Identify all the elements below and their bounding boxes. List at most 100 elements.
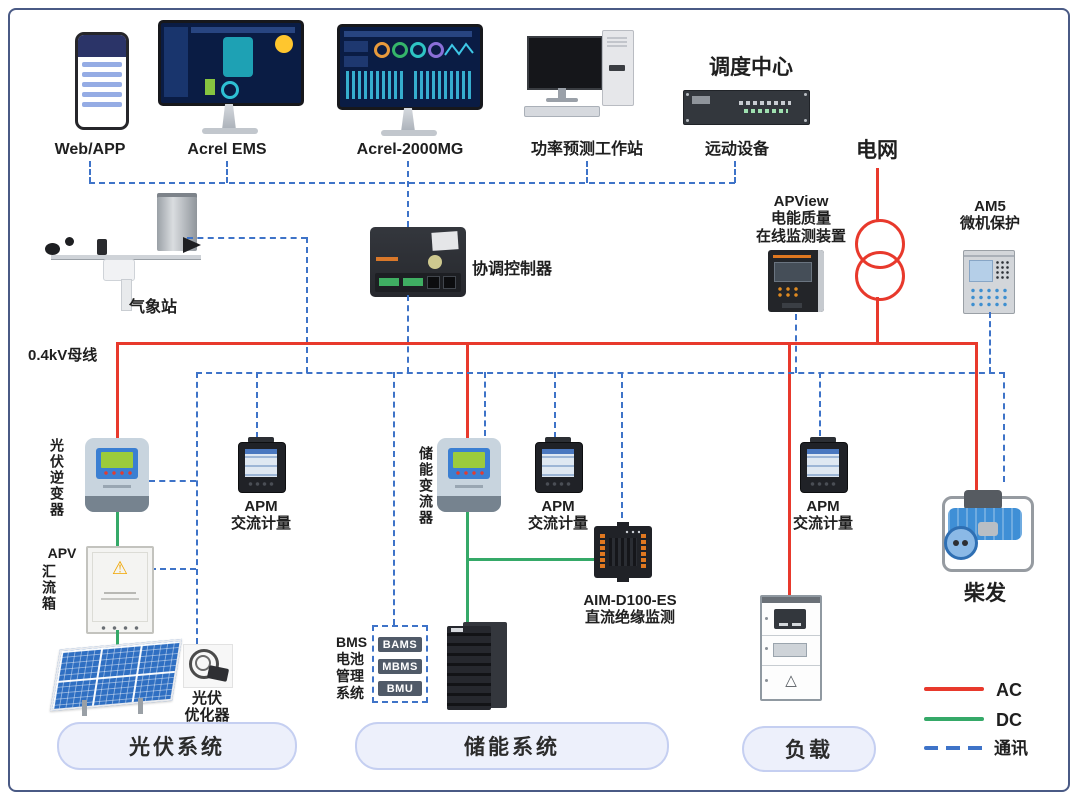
ethernet-port xyxy=(443,276,456,289)
solar-panel-illustration xyxy=(49,638,183,718)
dispatch-center-label: 调度中心 xyxy=(709,56,793,79)
decor xyxy=(744,109,788,113)
mbms-module: MBMS xyxy=(378,659,422,674)
comm-drop-2000mg-to-controller xyxy=(407,161,409,227)
decor xyxy=(104,592,136,594)
comm-am5-to-trunk xyxy=(989,312,991,373)
comm-drop-aim xyxy=(621,372,623,528)
apview-device xyxy=(768,250,824,312)
diagram-border xyxy=(8,8,1070,792)
apm-meter-1-label: APM 交流计量 xyxy=(226,498,296,533)
sensor-head xyxy=(97,239,107,255)
mast xyxy=(121,279,132,311)
apm-line1: APM xyxy=(244,498,278,515)
dc-converter-to-battery xyxy=(466,512,469,624)
decor xyxy=(624,530,640,534)
terminal-block xyxy=(379,278,399,286)
es-converter-label: 储能变流器 xyxy=(418,446,434,526)
decor xyxy=(78,35,126,57)
bms-line4: 系统 xyxy=(336,685,364,701)
es-system-pill: 储能系统 xyxy=(355,722,669,770)
weather-station-illustration xyxy=(45,193,235,311)
pv-system-pill: 光伏系统 xyxy=(57,722,297,770)
power-forecast-label: 功率预测工作站 xyxy=(530,141,643,158)
sensor-body xyxy=(103,259,135,281)
load-pill: 负载 xyxy=(742,726,876,772)
decor xyxy=(247,482,275,486)
decor xyxy=(762,597,820,603)
decor xyxy=(765,617,768,620)
keypad-decor xyxy=(776,286,800,298)
workstation-monitor xyxy=(527,36,603,90)
comm-controller-to-trunk xyxy=(407,295,409,373)
mounting-ear xyxy=(617,577,629,582)
decor xyxy=(762,635,820,636)
panel-leg xyxy=(138,698,143,714)
bms-group-box: BAMS MBMS BMU xyxy=(372,625,428,703)
decor xyxy=(221,81,239,99)
web-app-label: Web/APP xyxy=(54,141,126,158)
comm-branch-inverter xyxy=(149,480,196,482)
decor xyxy=(545,437,571,443)
decor xyxy=(686,119,689,122)
comm-drop-apm3 xyxy=(819,372,821,436)
busbar-label: 0.4kV母线 xyxy=(28,347,98,364)
decor xyxy=(800,442,848,493)
apview-label: APView 电能质量 在线监测装置 xyxy=(746,193,856,245)
decor xyxy=(101,598,139,600)
acrel-2000mg-monitor xyxy=(337,24,483,110)
apm-line1: APM xyxy=(806,498,840,515)
decor xyxy=(164,27,188,97)
wind-vane xyxy=(183,237,201,253)
decor xyxy=(978,522,998,536)
decor xyxy=(773,643,807,657)
decor xyxy=(205,79,215,95)
pv-optimizer-device xyxy=(183,644,233,688)
decor xyxy=(609,65,625,71)
gland-decor xyxy=(98,626,142,630)
bms-line1: BMS xyxy=(336,634,368,650)
decor xyxy=(275,35,293,53)
load-cabinet-device: △ xyxy=(760,595,822,701)
decor xyxy=(454,471,484,475)
keypad-decor xyxy=(969,287,1009,307)
alternator-cap xyxy=(944,526,978,560)
grid-line-upper xyxy=(876,168,879,221)
engine-block xyxy=(964,490,1002,510)
decor xyxy=(739,101,791,105)
coordinator-label: 协调控制器 xyxy=(472,261,553,278)
apm-line2: 交流计量 xyxy=(527,515,588,533)
decor xyxy=(792,623,801,626)
bams-module: BAMS xyxy=(378,637,422,652)
decor xyxy=(964,255,1014,257)
monitor-stand xyxy=(222,104,236,130)
transformer-circle-bottom xyxy=(855,251,905,301)
decor xyxy=(82,102,122,107)
diesel-generator-illustration xyxy=(936,480,1036,572)
decor xyxy=(804,119,807,122)
web-app-phone-illustration xyxy=(75,32,129,130)
decor xyxy=(774,262,812,282)
decor xyxy=(223,37,253,77)
decor xyxy=(374,42,390,58)
decor xyxy=(82,72,122,77)
legend-dc-label: DC xyxy=(996,710,1022,730)
decor xyxy=(96,448,138,479)
ac-drop-inverter xyxy=(116,342,119,438)
decor xyxy=(428,42,444,58)
grid-line-lower xyxy=(876,297,879,344)
decor xyxy=(762,665,820,666)
line-chart-decor xyxy=(444,42,474,56)
decor xyxy=(455,485,483,488)
apm-meter-3 xyxy=(800,437,848,493)
aim-d100-label: AIM-D100-ES 直流绝缘监测 xyxy=(578,592,682,627)
decor xyxy=(191,27,295,33)
terminal-block xyxy=(403,278,423,286)
decor xyxy=(157,193,197,199)
apm-meter-3-label: APM 交流计量 xyxy=(788,498,858,533)
es-converter-device xyxy=(437,438,501,512)
workstation-keyboard xyxy=(524,106,600,117)
decor xyxy=(248,437,274,443)
decor xyxy=(344,31,472,37)
apm-line2: 交流计量 xyxy=(792,515,853,533)
